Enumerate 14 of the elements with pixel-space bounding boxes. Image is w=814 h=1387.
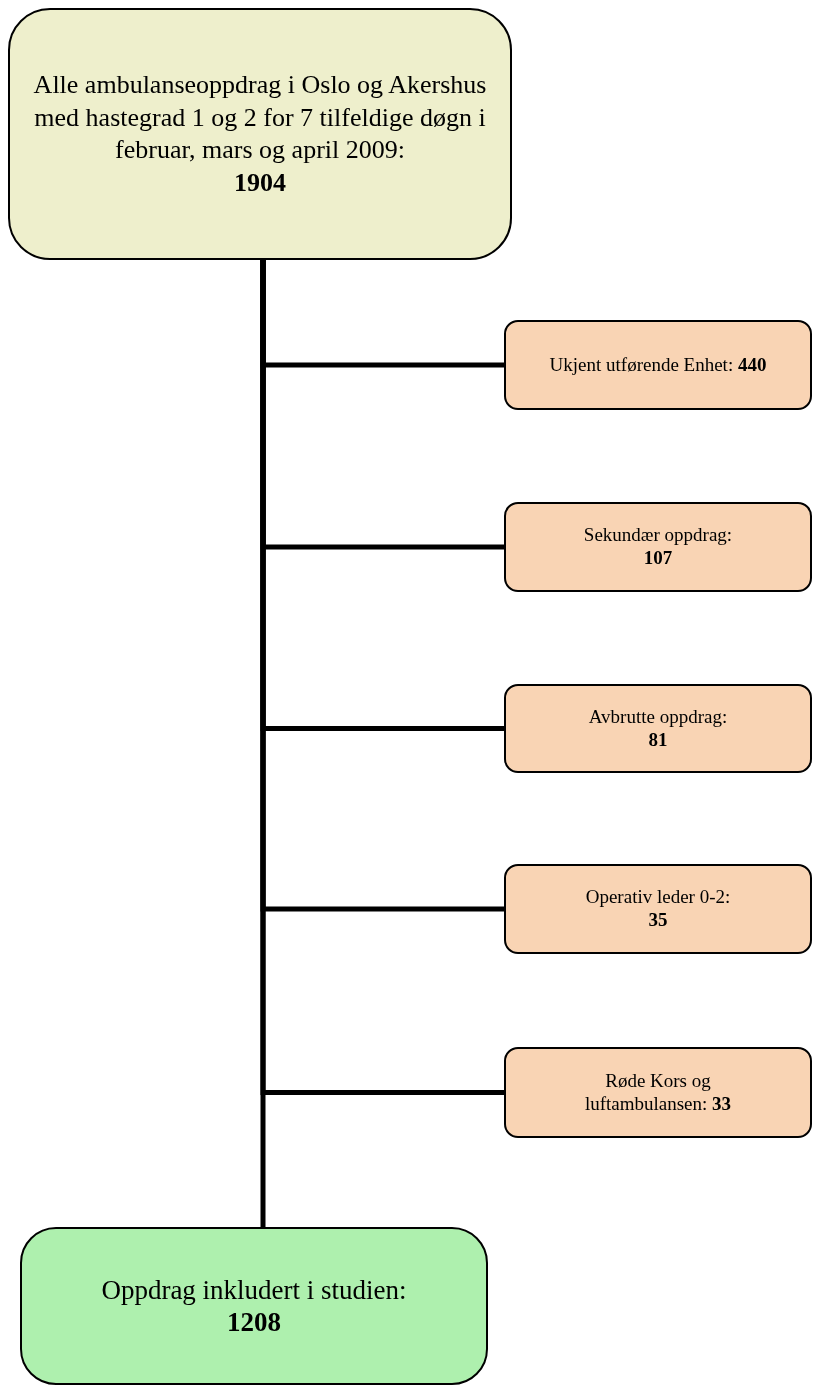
process-box bbox=[504, 864, 812, 954]
process-box bbox=[504, 502, 812, 592]
process-box bbox=[8, 8, 512, 260]
box-text: Oppdrag inkludert i studien: 1208 bbox=[101, 1273, 407, 1339]
process-box bbox=[504, 684, 812, 773]
box-text: Røde Kors og luftambulansen: 33 bbox=[583, 1069, 733, 1116]
box-text: Operativ leder 0-2: 35 bbox=[585, 886, 731, 932]
box-text: Avbrutte oppdrag: 81 bbox=[588, 705, 728, 752]
box-text: Ukjent utførende Enhet: 440 bbox=[549, 353, 767, 377]
box-text: Sekundær oppdrag: 107 bbox=[583, 524, 733, 570]
process-box bbox=[20, 1227, 488, 1385]
process-box bbox=[504, 320, 812, 410]
process-box bbox=[504, 1047, 812, 1138]
box-text: Alle ambulanseoppdrag i Oslo og Akershus med hastegrad 1 og 2 for 7 tilfeldige døgn i februar, mars og april 2009: 1904 bbox=[32, 69, 488, 199]
